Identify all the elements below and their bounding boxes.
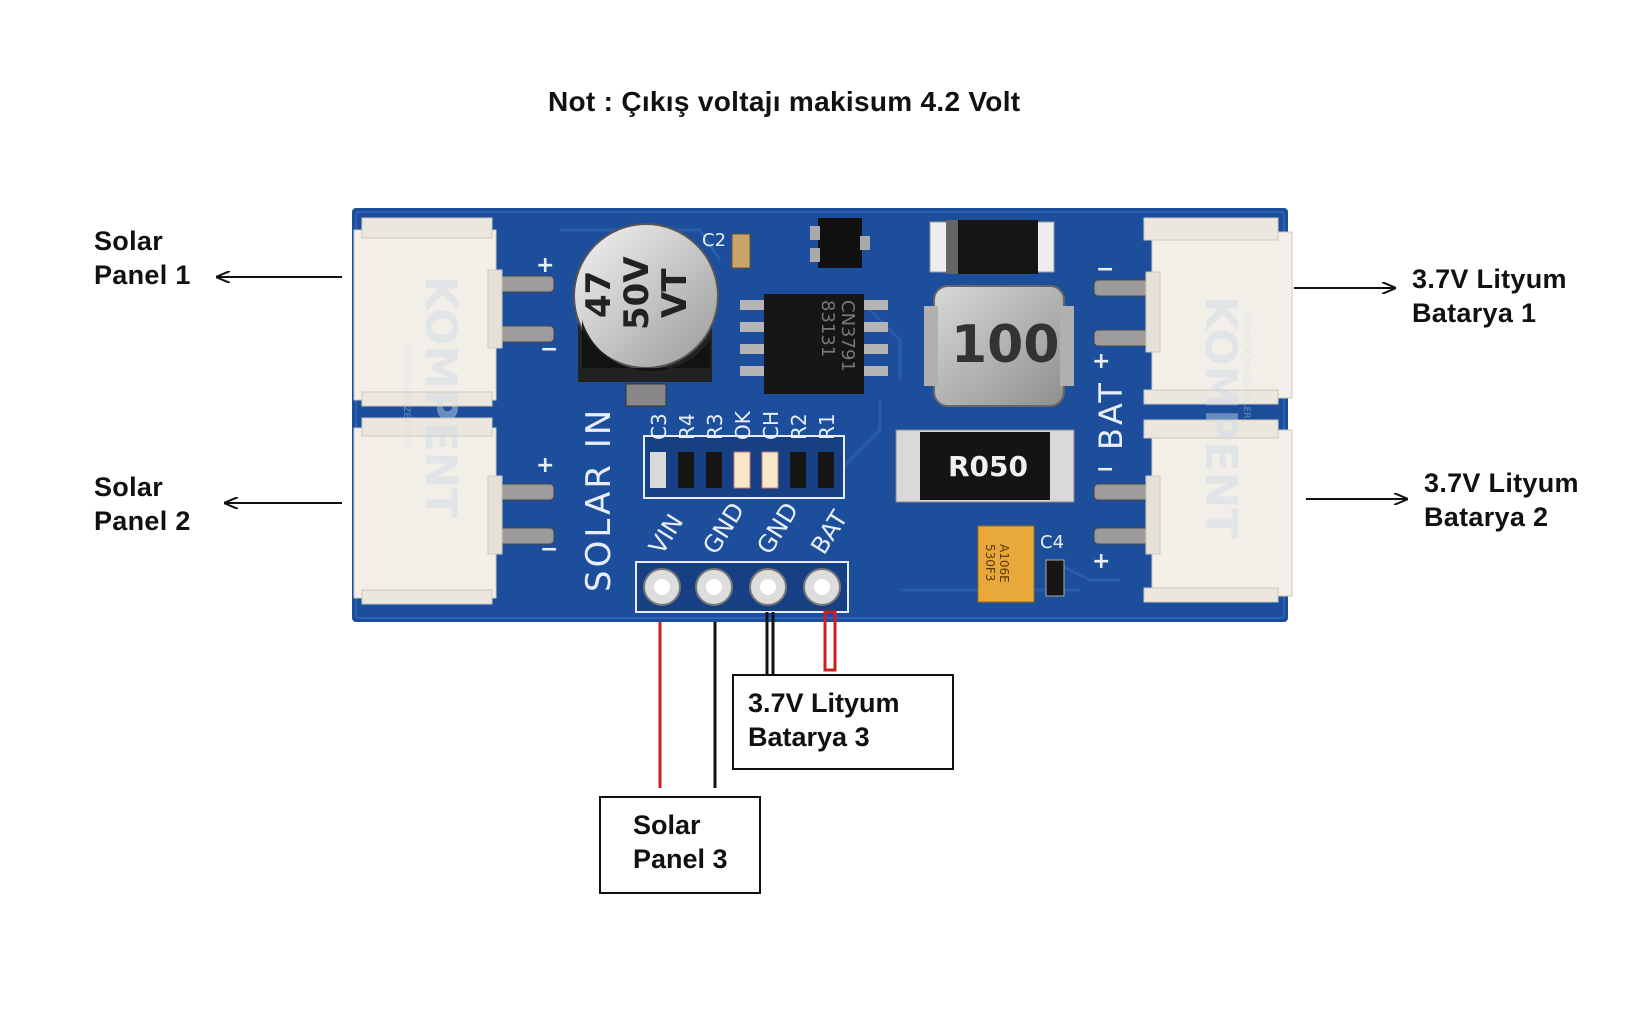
electrolytic-capacitor: 47 50V VT — [573, 223, 719, 407]
diode — [946, 220, 1038, 274]
solar-panel-1-line2: Panel 1 — [94, 260, 191, 290]
c2-label: C2 — [702, 230, 726, 251]
cap-text-2: 50V — [617, 256, 657, 330]
watermark-left: KOMPENT — [415, 276, 466, 518]
cap-text-3: VT — [655, 268, 695, 318]
shunt-text: R050 — [948, 450, 1028, 483]
tantalum-text-1: A106E — [997, 544, 1011, 583]
c2-capacitor — [731, 233, 751, 269]
svg-text:+: + — [1092, 349, 1110, 374]
battery-1-label: 3.7V Lityum Batarya 1 — [1412, 262, 1567, 330]
tantalum-text-2: 530F3 — [983, 544, 997, 581]
label-ok: OK — [731, 410, 755, 440]
pin-header — [635, 561, 849, 613]
label-r3: R3 — [703, 413, 727, 440]
solar-connector-2 — [353, 417, 555, 605]
solar-panel-3-line2: Panel 3 — [633, 844, 728, 874]
smd-row — [643, 435, 845, 499]
battery-connector-1 — [1093, 217, 1293, 405]
label-r1: R1 — [815, 413, 839, 440]
label-r2: R2 — [787, 413, 811, 440]
silk-solar-in: SOLAR IN — [579, 407, 619, 592]
svg-text:+: + — [536, 253, 554, 278]
svg-text:−: − — [1096, 257, 1114, 282]
battery-2-line2: Batarya 2 — [1424, 502, 1549, 532]
svg-text:+: + — [1092, 549, 1110, 574]
tantalum-capacitor: A106E 530F3 — [977, 525, 1035, 603]
solar-panel-2-line1: Solar — [94, 472, 164, 502]
watermark-sub-right: ROBOTİK MALZEMELER — [1241, 314, 1252, 419]
label-c3: C3 — [647, 413, 671, 440]
label-ch: CH — [759, 411, 783, 440]
note-title: Not : Çıkış voltajı makisum 4.2 Volt — [548, 86, 1021, 117]
watermark: KOMPENT KOMPENT ROBOTİK MALZEMELER ROBOT… — [401, 276, 1252, 538]
battery-1-line1: 3.7V Lityum — [1412, 264, 1567, 294]
c4-label: C4 — [1040, 532, 1064, 553]
svg-text:−: − — [1096, 457, 1114, 482]
cap-text-1: 47 — [579, 271, 619, 318]
battery-3-box: 3.7V Lityum Batarya 3 — [732, 674, 954, 770]
watermark-sub-left: ROBOTİK MALZEMELER — [401, 344, 412, 449]
solar-panel-2-line2: Panel 2 — [94, 506, 191, 536]
svg-text:+: + — [536, 453, 554, 478]
shunt-resistor: R050 — [895, 429, 1075, 503]
battery-2-label: 3.7V Lityum Batarya 2 — [1424, 466, 1579, 534]
solar-panel-2-label: Solar Panel 2 — [94, 470, 191, 538]
solar-panel-3-box: Solar Panel 3 — [599, 796, 761, 894]
battery-connector-2 — [1093, 419, 1293, 603]
battery-3-line2: Batarya 3 — [748, 722, 870, 752]
solar-panel-1-label: Solar Panel 1 — [94, 224, 191, 292]
silk-bat: BAT — [1092, 380, 1130, 450]
solar-connector-1 — [353, 217, 555, 407]
cn3791-chip: CN3791 83131 — [740, 294, 888, 394]
pcb-board: + − + − − + − + 47 50V VT C2 — [352, 208, 1293, 622]
svg-text:−: − — [540, 537, 558, 562]
svg-text:−: − — [540, 337, 558, 362]
label-r4: R4 — [675, 413, 699, 440]
inductor-text: 100 — [951, 315, 1060, 375]
battery-2-line1: 3.7V Lityum — [1424, 468, 1579, 498]
battery-3-line1: 3.7V Lityum — [748, 688, 900, 718]
wire-bat-red — [823, 610, 837, 672]
watermark-right: KOMPENT — [1195, 296, 1246, 538]
chip-text-1: CN3791 — [837, 300, 858, 372]
transistor — [818, 218, 862, 268]
inductor: 100 — [924, 285, 1074, 407]
battery-1-line2: Batarya 1 — [1412, 298, 1537, 328]
chip-text-2: 83131 — [817, 300, 838, 357]
solar-panel-3-line1: Solar — [633, 810, 701, 840]
solar-panel-1-line1: Solar — [94, 226, 164, 256]
c4-capacitor — [1045, 559, 1065, 597]
